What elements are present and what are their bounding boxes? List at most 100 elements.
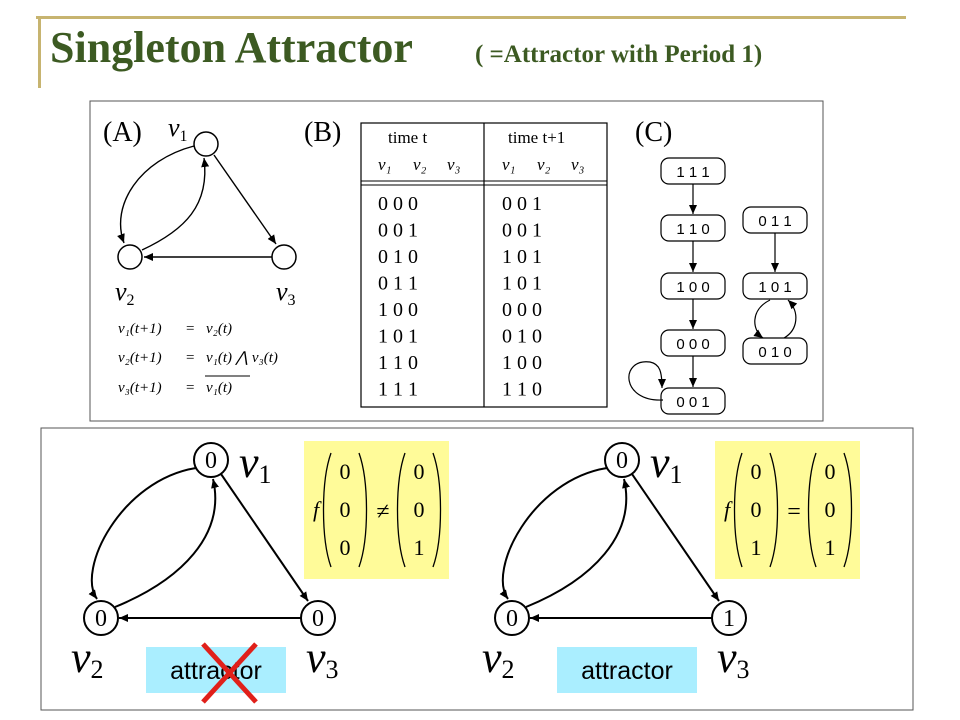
truth-table-row-t1: 0 1 0 (502, 326, 542, 348)
left-equation-rhs-entry: 0 (414, 497, 425, 522)
left-node-v1-state: 0 (205, 448, 217, 474)
right-equation-relation: = (787, 499, 801, 525)
right-equation-lhs-entry: 1 (751, 535, 762, 560)
left-equation-lhs-entry: 0 (340, 459, 351, 484)
truth-table-row-t1: 1 0 0 (502, 352, 542, 374)
right-equation-lhs-entry: 0 (751, 459, 762, 484)
truth-table-col-t-3: v₃ (447, 155, 461, 174)
truth-table-row-t: 1 0 0 (378, 299, 418, 321)
right-equation-lhs-entry: 0 (751, 497, 762, 522)
right-node-v3-state: 1 (723, 606, 735, 632)
left-equation-rhs-paren-left (396, 452, 406, 568)
bottom-panel-frame (40, 427, 914, 711)
equation-1-eq: = (186, 321, 194, 337)
right-node-v3-label: v3 (717, 633, 750, 684)
right-node-v1-state: 0 (616, 448, 628, 474)
left-node-v3-label: v3 (306, 633, 339, 684)
panel-a-node-v2 (117, 244, 143, 270)
left-cross-mark-stroke-2 (201, 642, 258, 704)
truth-table-col-t-1: v₁ (378, 155, 391, 174)
equation-3-rhs: v₁(t) (206, 380, 232, 396)
left-edge-v2-v1 (114, 478, 219, 608)
right-node-v1 (604, 442, 640, 478)
left-equation-relation: ≠ (376, 499, 389, 525)
panel-a-equations: v₁(t+1) = v₂(t) v₂(t+1) = v₁(t) ⋀ v₃(t) … (118, 321, 278, 396)
cycle-arrow-101-010 (753, 299, 771, 339)
state-000-label: 0 0 0 (676, 336, 709, 353)
right-equation-rhs-paren-left (807, 452, 817, 568)
panel-a-node-v1 (193, 131, 219, 157)
right-node-v3 (711, 600, 747, 636)
right-attractor-badge-label: attractor (581, 657, 673, 685)
truth-table-row-t: 1 1 0 (378, 352, 418, 374)
left-equation-lhs-paren-right (358, 452, 368, 568)
truth-table-row-t: 1 0 1 (378, 326, 418, 348)
state-001-box (660, 387, 726, 415)
state-001-label: 0 0 1 (676, 394, 709, 411)
truth-table-row-t1: 0 0 1 (502, 220, 542, 242)
left-node-v3 (300, 600, 336, 636)
state-010-label: 0 1 0 (758, 344, 791, 361)
right-equation-rhs-paren-right (843, 452, 853, 568)
truth-table-row-t1: 1 0 1 (502, 246, 542, 268)
equation-1-lhs: v₁(t+1) (118, 321, 162, 337)
left-node-v2-state: 0 (95, 606, 107, 632)
state-101-label: 1 0 1 (758, 279, 791, 296)
self-loop-001 (628, 361, 666, 401)
truth-table-col-t1-1: v₁ (502, 155, 515, 174)
panel-a-node-v3 (271, 244, 297, 270)
top-panel-frame (89, 100, 824, 422)
right-node-v2-label: v2 (482, 633, 515, 684)
truth-table-row-t1: 1 0 1 (502, 273, 542, 295)
truth-table-row-t: 1 1 1 (378, 379, 418, 401)
right-edge-v1-v2 (499, 467, 608, 600)
title-sub: ( =Attractor with Period 1) (474, 41, 763, 68)
left-equation-lhs-entry: 0 (340, 535, 351, 560)
panel-a-edge-v2-v1 (141, 157, 210, 251)
truth-table-row-t: 0 0 0 (378, 193, 418, 215)
left-node-v2-label: v2 (71, 633, 104, 684)
left-edge-v1-v2 (88, 467, 197, 600)
state-100-label: 1 0 0 (676, 279, 709, 296)
equation-3-lhs: v₃(t+1) (118, 380, 162, 396)
state-chain-2: 0 1 1 1 0 1 0 1 0 (742, 206, 808, 365)
panel-c-label: (C) (635, 117, 672, 148)
right-equation-lhs-paren-right (769, 452, 779, 568)
truth-table-col-t1-3: v₃ (571, 155, 585, 174)
state-101-box (742, 272, 808, 300)
truth-table-col-t1-2: v₂ (537, 155, 551, 174)
truth-table-row-t: 0 1 0 (378, 246, 418, 268)
equation-3-eq: = (186, 380, 194, 396)
panel-a-edge-v1-v3 (213, 154, 277, 245)
left-node-v1 (193, 442, 229, 478)
right-node-v1-label: v1 (650, 438, 683, 489)
panel-b-label: (B) (304, 117, 341, 148)
right-equation-rhs-entry: 0 (825, 459, 836, 484)
left-node-v3-state: 0 (312, 606, 324, 632)
left-edge-v1-v3 (220, 473, 309, 602)
panel-a-edge-v1-v2 (117, 145, 195, 244)
left-equation-lhs-paren-left (322, 452, 332, 568)
right-edge-v2-v1 (525, 478, 630, 608)
truth-table-row-t: 0 0 1 (378, 220, 418, 242)
equation-2-lhs: v₂(t+1) (118, 350, 162, 366)
panel-a-label: (A) (103, 117, 142, 148)
left-node-v2 (83, 600, 119, 636)
page-title: Singleton Attractor( =Attractor with Per… (50, 22, 762, 73)
truth-table-row-t1: 0 0 0 (502, 299, 542, 321)
truth-table-col-t-2: v₂ (413, 155, 427, 174)
right-attractor-badge (557, 647, 697, 693)
panel-c: (C) 1 1 11 1 01 0 00 0 00 0 1 0 1 11 0 1… (628, 117, 808, 415)
state-chain-1: 1 1 11 1 01 0 00 0 00 0 1 (660, 157, 726, 415)
title-accent-line (36, 16, 906, 19)
truth-table-header-t1: time t+1 (508, 128, 565, 147)
right-equation-f: f (724, 497, 733, 522)
state-010-box (742, 337, 808, 365)
truth-table-row-t1: 0 0 1 (502, 193, 542, 215)
state-011-label: 0 1 1 (758, 213, 791, 230)
right-node-v2 (494, 600, 530, 636)
